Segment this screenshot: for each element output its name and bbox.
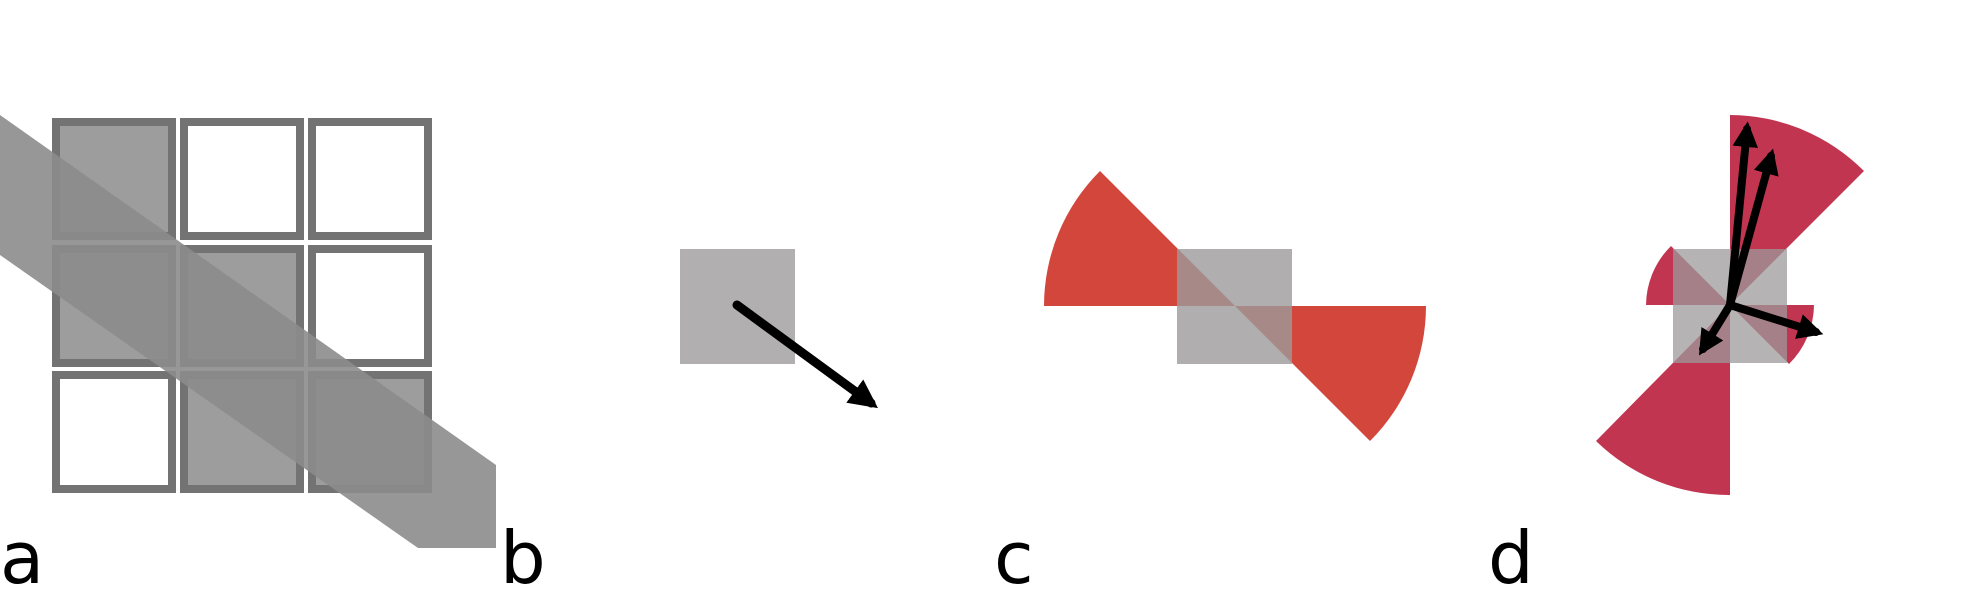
panel-label-b: b [500, 516, 546, 600]
panel-label-d: d [1488, 516, 1534, 600]
panel-a [0, 115, 496, 548]
grid-cell [52, 371, 176, 493]
panel-label-c: c [994, 516, 1034, 600]
arrow-right [1726, 301, 1824, 339]
arrow-up-right [1726, 148, 1779, 309]
arrow-down-left [1698, 301, 1734, 356]
gray-square [1177, 249, 1292, 364]
arrow-up [1726, 121, 1759, 309]
panel-c [1044, 171, 1426, 441]
panel-b [680, 249, 878, 409]
panel-d [1596, 115, 1864, 496]
direction-arrow [732, 300, 878, 409]
grid-cell [308, 245, 432, 367]
grid-cell [180, 118, 304, 240]
grid-cell [308, 118, 432, 240]
panel-label-a: a [0, 516, 44, 600]
diagonal-band [0, 115, 496, 548]
arrow-cluster [1698, 121, 1824, 356]
